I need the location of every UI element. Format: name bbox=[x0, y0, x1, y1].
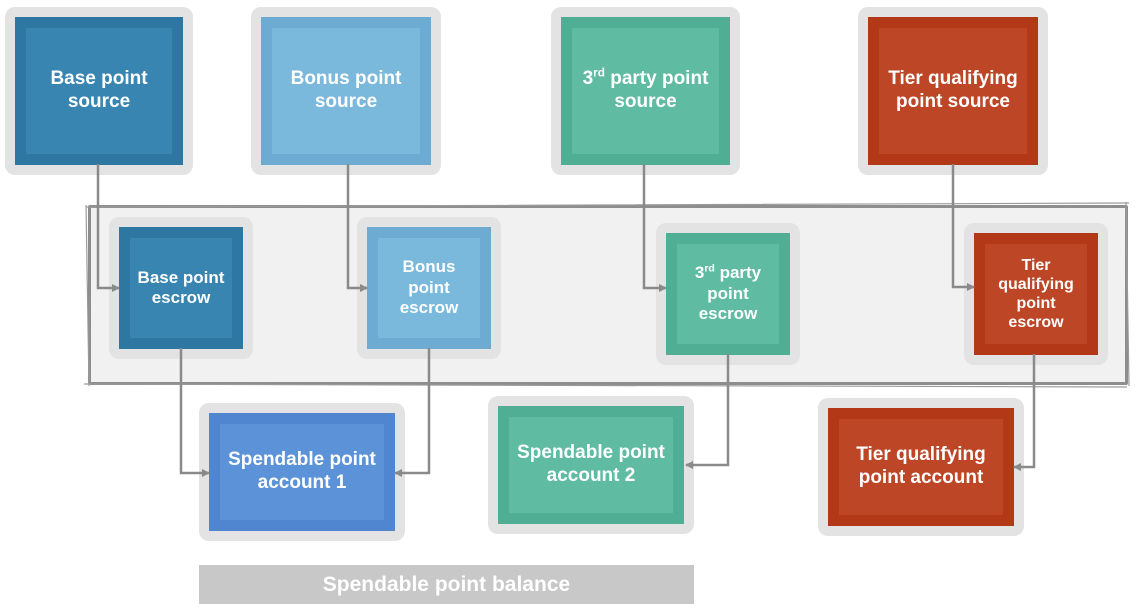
spendable-point-account-2-label: Spendable point account 2 bbox=[517, 442, 665, 486]
base-point-source-node[interactable]: Base point source bbox=[5, 7, 193, 175]
tier-qualifying-point-source-label: Tier qualifying point source bbox=[888, 68, 1018, 112]
tier-qualifying-point-source-node[interactable]: Tier qualifying point source bbox=[858, 7, 1048, 175]
spendable-point-account-2-node[interactable]: Spendable point account 2 bbox=[488, 396, 694, 534]
base-point-escrow-node[interactable]: Base point escrow bbox=[109, 217, 253, 359]
tier-qualifying-point-account-label: Tier qualifying point account bbox=[856, 444, 986, 488]
tier-qualifying-point-escrow-label: Tier qualifying point escrow bbox=[998, 256, 1074, 332]
tier-qualifying-point-account-node[interactable]: Tier qualifying point account bbox=[818, 398, 1024, 536]
tier-qualifying-point-escrow-node[interactable]: Tier qualifying point escrow bbox=[964, 223, 1108, 365]
bonus-point-source-node[interactable]: Bonus point source bbox=[251, 7, 441, 175]
spendable-point-balance-label: Spendable point balance bbox=[322, 572, 571, 596]
third-party-point-escrow-node[interactable]: 3rd party point escrow bbox=[656, 223, 800, 365]
base-point-source-label: Base point source bbox=[50, 68, 148, 112]
third-party-point-source-node[interactable]: 3rd party point source bbox=[551, 7, 740, 175]
spendable-point-account-1-node[interactable]: Spendable point account 1 bbox=[199, 403, 405, 541]
bonus-point-escrow-label: Bonus point escrow bbox=[399, 257, 459, 318]
spendable-point-account-1-label: Spendable point account 1 bbox=[228, 449, 376, 493]
base-point-escrow-label: Base point escrow bbox=[137, 267, 225, 307]
spendable-point-balance-bar: Spendable point balance bbox=[199, 565, 694, 604]
third-party-point-escrow-label: 3rd party point escrow bbox=[694, 262, 762, 324]
bonus-point-escrow-node[interactable]: Bonus point escrow bbox=[357, 217, 501, 359]
bonus-point-source-label: Bonus point source bbox=[290, 68, 402, 112]
third-party-point-source-label: 3rd party point source bbox=[582, 66, 709, 112]
